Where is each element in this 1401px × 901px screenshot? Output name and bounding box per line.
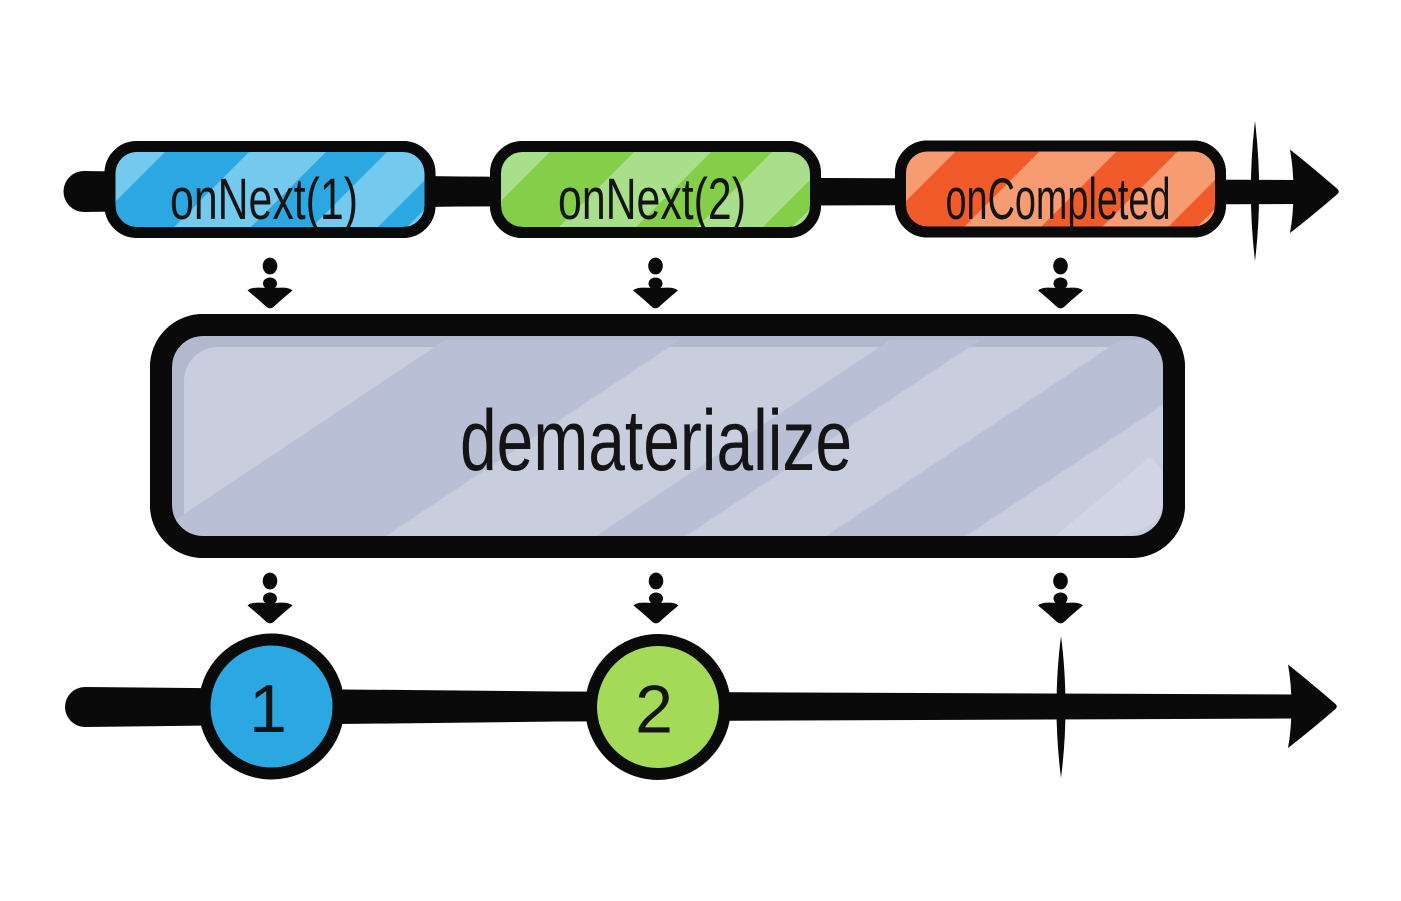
svg-text:dematerialize: dematerialize (460, 393, 852, 489)
svg-text:onNext(1): onNext(1) (170, 167, 358, 232)
svg-text:onCompleted: onCompleted (946, 167, 1171, 232)
svg-text:onNext(2): onNext(2) (558, 167, 746, 232)
svg-text:1: 1 (249, 671, 287, 747)
svg-text:2: 2 (635, 672, 673, 748)
